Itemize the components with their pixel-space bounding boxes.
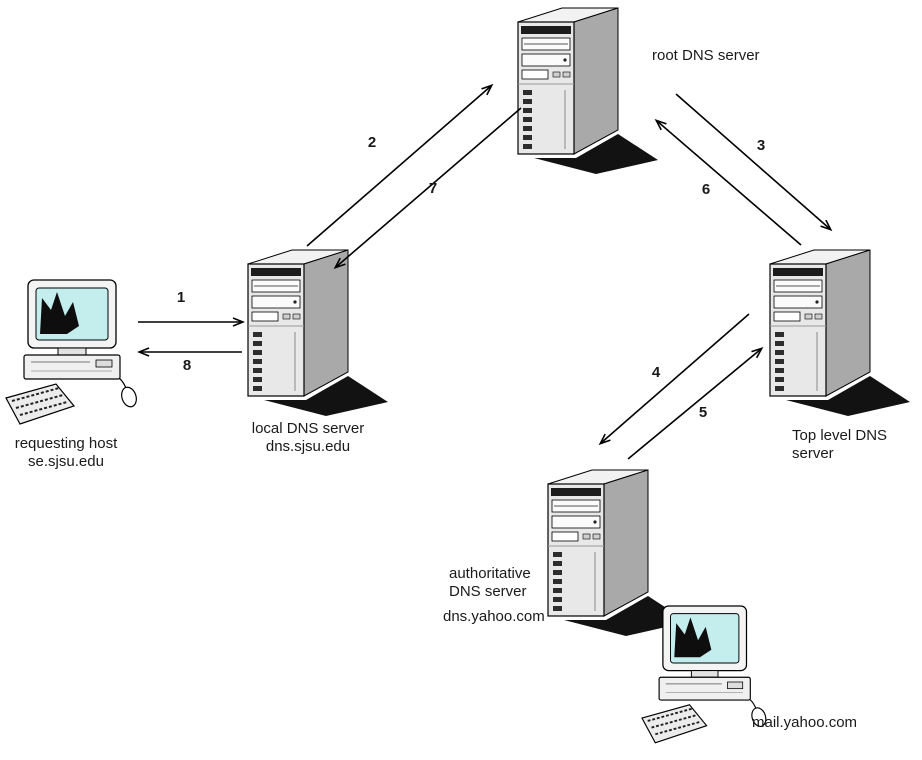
arrow-5-label: 5	[698, 404, 708, 421]
arrow-1-label: 1	[176, 289, 186, 306]
mail-host-label: mail.yahoo.com	[752, 714, 858, 731]
local-dns-server-tower-icon	[247, 249, 389, 417]
requesting-host-hostname: se.sjsu.edu	[28, 453, 104, 470]
tld-dns-name-line2: server	[792, 445, 834, 462]
authoritative-dns-server-label: authoritative DNS server	[449, 565, 531, 601]
arrow-2-label: 2	[367, 134, 377, 151]
local-dns-name: local DNS server	[251, 420, 365, 437]
arrow-5	[627, 349, 761, 460]
arrow-7-label: 7	[428, 180, 438, 197]
arrow-8-label: 8	[182, 357, 192, 374]
root-dns-server-label: root DNS server	[652, 47, 760, 64]
requesting-host-label: requesting host se.sjsu.edu	[4, 435, 128, 471]
root-dns-server-tower-icon	[517, 7, 659, 175]
arrow-7	[336, 107, 522, 267]
arrow-4-label: 4	[651, 364, 661, 381]
arrow-6-label: 6	[701, 181, 711, 198]
requesting-host-computer-icon	[5, 279, 140, 425]
arrow-4	[601, 313, 750, 443]
authoritative-dns-hostname: dns.yahoo.com	[443, 608, 545, 625]
tld-dns-server-label: Top level DNS server	[792, 427, 887, 463]
auth-dns-name-line1: authoritative	[449, 565, 531, 582]
local-dns-hostname: dns.sjsu.edu	[265, 438, 351, 455]
local-dns-server-label: local DNS server dns.sjsu.edu	[238, 420, 378, 456]
requesting-host-name: requesting host	[14, 435, 118, 452]
tld-dns-server-tower-icon	[769, 249, 911, 417]
auth-dns-name-line2: DNS server	[449, 583, 527, 600]
arrow-6	[657, 121, 802, 246]
arrow-3-label: 3	[756, 137, 766, 154]
tld-dns-name-line1: Top level DNS	[792, 427, 888, 444]
arrow-3	[675, 93, 830, 229]
arrow-2	[306, 86, 491, 247]
